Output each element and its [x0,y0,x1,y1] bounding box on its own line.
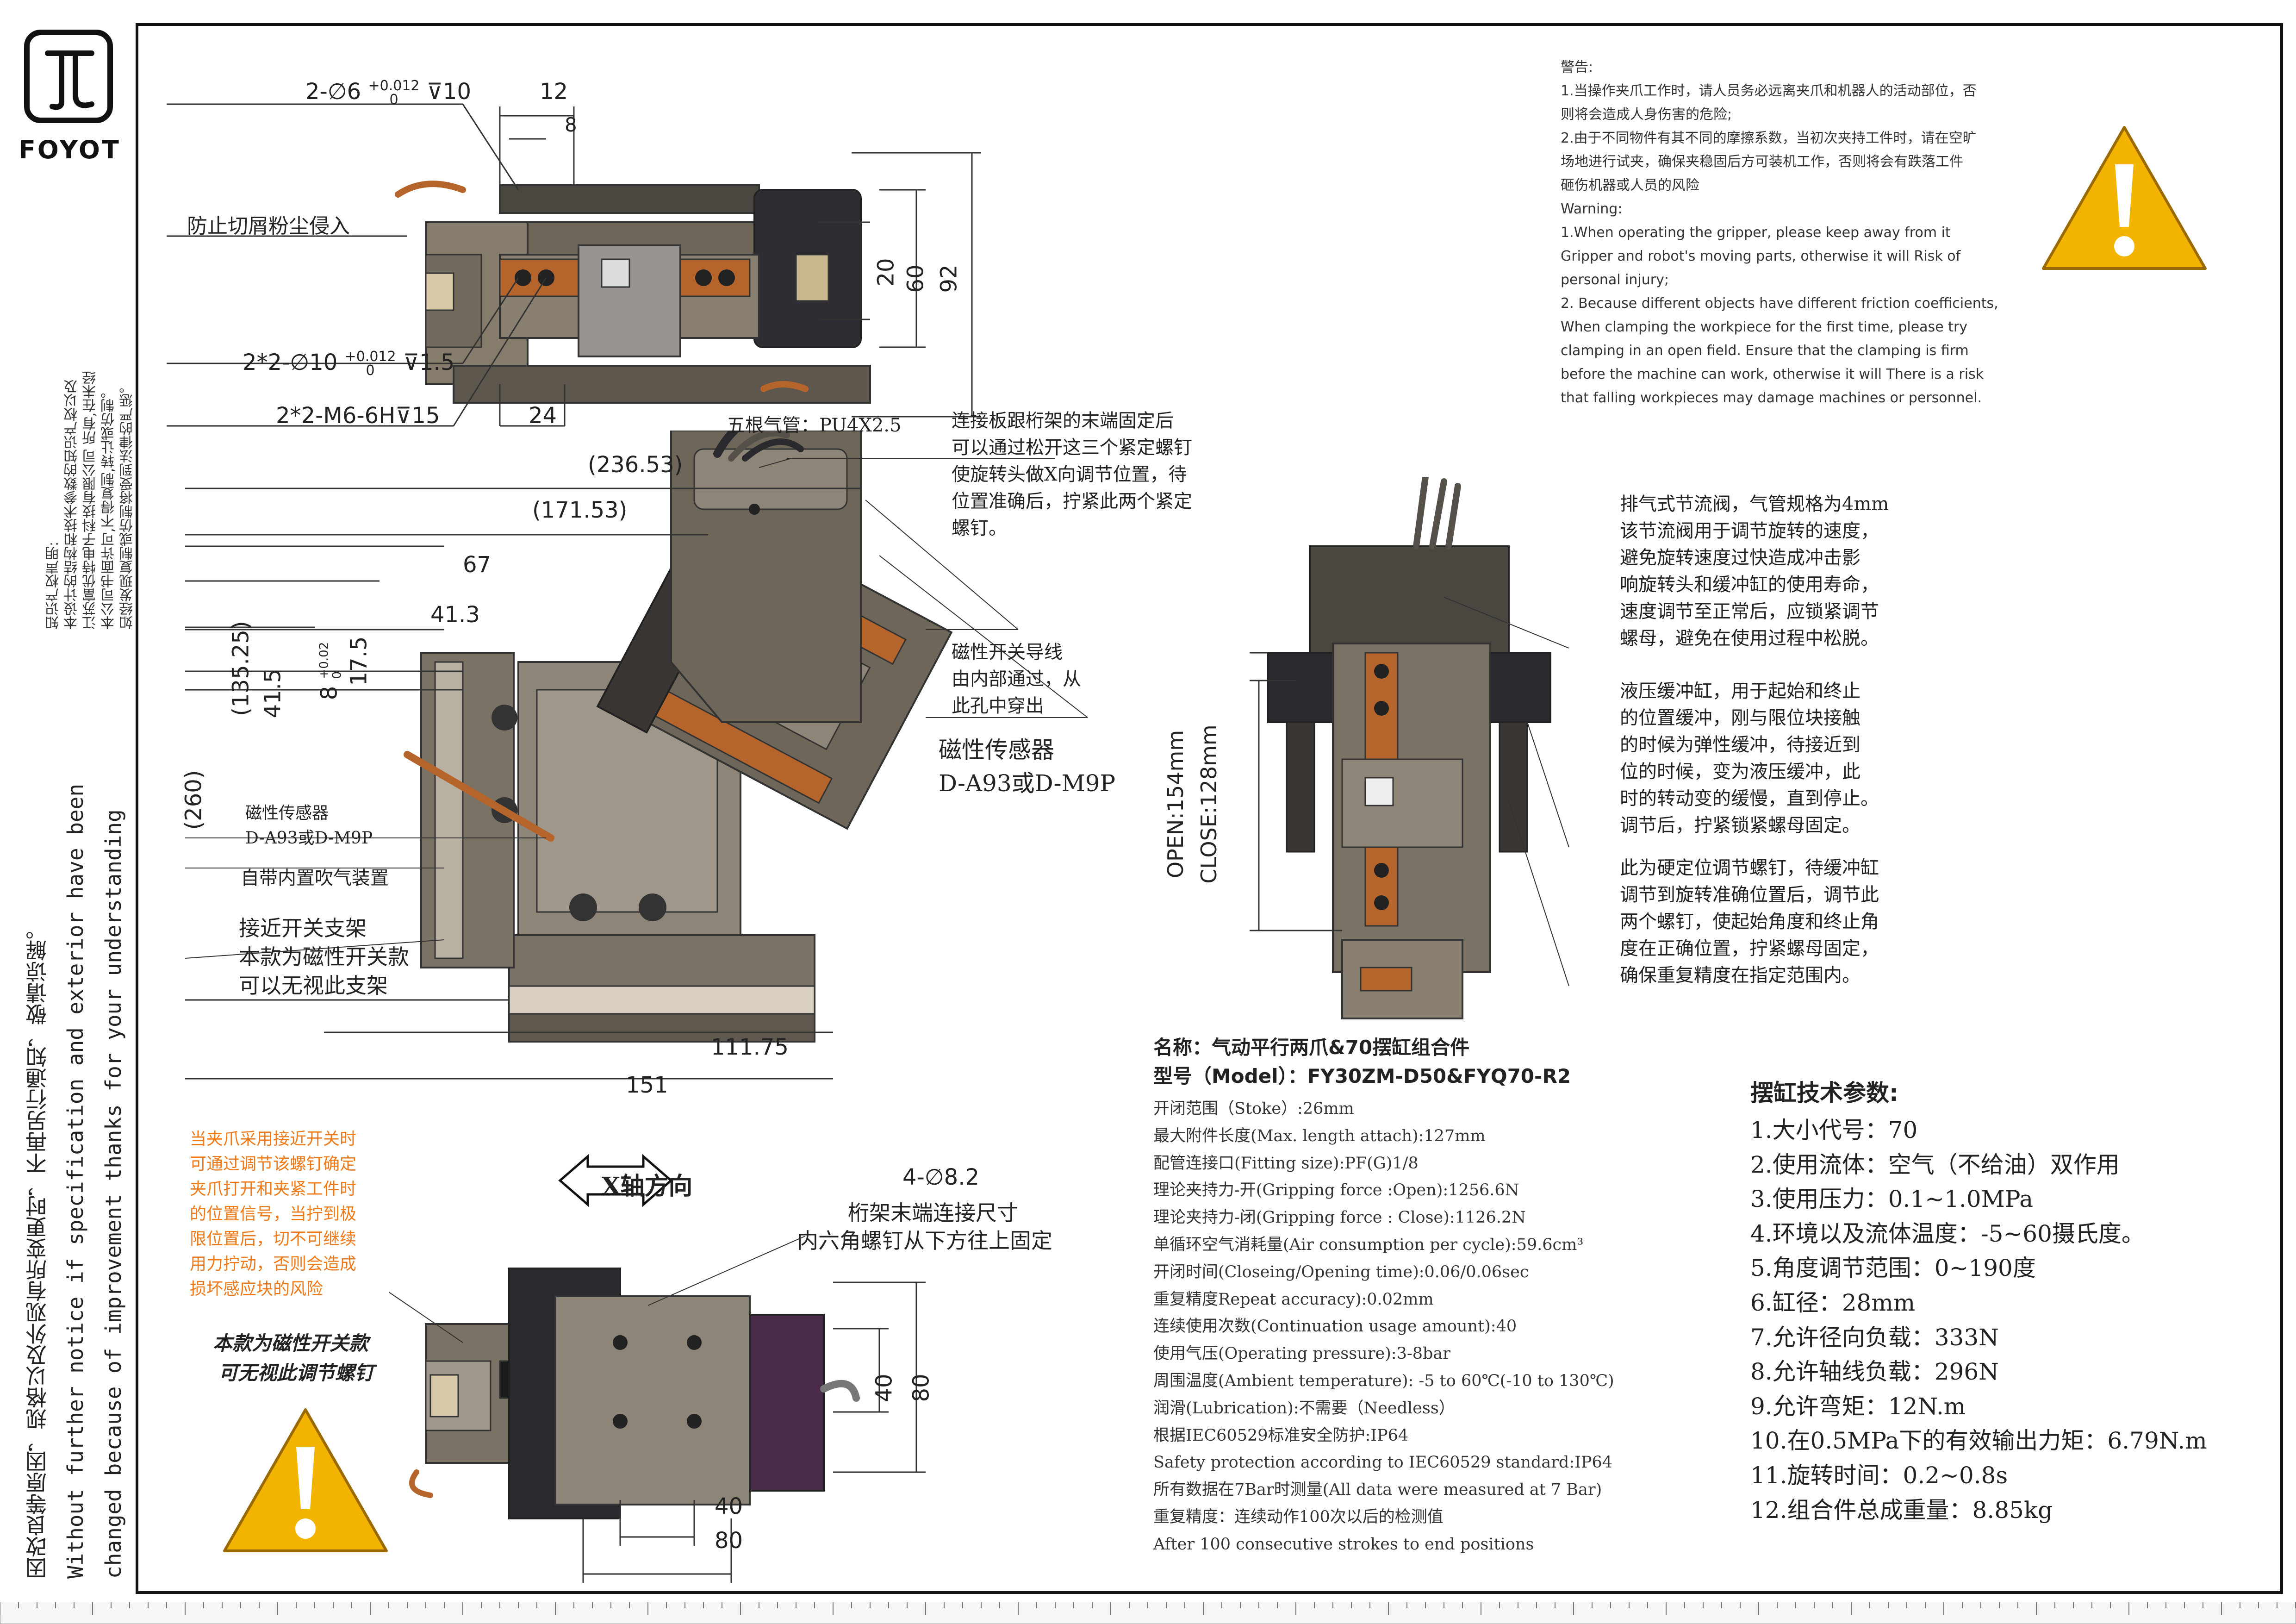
drawing-frame [136,23,2283,1594]
spec-line: 使用气压(Operating pressure):3-8bar [1153,1344,1450,1363]
blow-note: 自带内置吹气装置 [241,868,389,889]
bracket-note: 接近开关支架本款为磁性开关款 可以无视此支架 [239,916,409,998]
dim-236: (236.53) [588,452,683,478]
logo-brand: FOYOT [19,135,121,164]
dim-40-h: 40 [715,1493,743,1519]
dim-17-5: 17.5 [346,636,372,686]
dim-4-d8-2: 4-∅8.2 [902,1164,980,1190]
spec-list: 开闭范围（Stoke）:26mm 最大附件长度(Max. length atta… [1153,1095,1614,1558]
foyot-logo [24,30,113,123]
dim-80-v: 80 [908,1374,934,1402]
param-line: 5.角度调节范围：0~190度 [1750,1255,2036,1282]
ip-notice: 知识产权声明: 本设计的结构和技术参数的知识产权以及 江苏富优特电子科技有限公司… [45,370,136,630]
spec-line: 润滑(Lubrication):不需要（Needless） [1153,1399,1455,1418]
product-title: 名称：气动平行两爪&70摆缸组合件 型号（Model）：FY30ZM-D50&F… [1153,1033,1571,1091]
spec-line: 连续使用次数(Continuation usage amount):40 [1153,1317,1517,1336]
params-title: 摆缸技术参数: [1750,1080,1898,1106]
change-notice: 因改良等原因，规格以及外观有所变更时，不再另行通知，敬请谅解。 Without … [25,783,126,1579]
bottom-ruler [0,1602,2296,1624]
spec-line: 周围温度(Ambient temperature): -5 to 60℃(-10… [1153,1371,1614,1390]
dim-m6: 2*2-M6-6H⊽15 [276,403,440,429]
spec-line: 理论夹持力-开(Gripping force :Open):1256.6N [1153,1181,1519,1200]
plate-note: 连接板跟桁架的末端固定后可以通过松开这三个紧定螺钉 使旋转头做X向调节位置，待位… [952,410,1192,539]
wire-note: 磁性开关导线由内部通过，从 此孔中穿出 [952,642,1081,717]
dim-40-v: 40 [871,1374,897,1402]
params-list: 1.大小代号：70 2.使用流体：空气（不给油）双作用 3.使用压力：0.1~1… [1750,1113,2207,1527]
bottom-view-drawing [389,1236,926,1583]
param-line: 9.允许弯矩：12N.m [1750,1393,1966,1420]
dim-67: 67 [463,552,492,578]
param-line: 11.旋转时间：0.2~0.8s [1750,1462,2008,1489]
dim-171: (171.53) [532,497,628,523]
x-axis-label: X轴方向 [602,1172,693,1200]
magnetic-note: 本款为磁性开关款可无视此调节螺钉 [213,1332,374,1384]
hole-note: 桁架末端连接尺寸 内六角螺钉从下方往上固定 [797,1200,1052,1253]
dim-135: (135.25) [228,621,254,716]
tube-note: 五根气管：PU4X2.5 [727,415,902,436]
dim-8-top: 8 [565,113,577,136]
spec-line: 开闭范围（Stoke）:26mm [1153,1099,1354,1118]
product-model: 型号（Model）：FY30ZM-D50&FYQ70-R2 [1153,1065,1571,1087]
spec-line: 所有数据在7Bar时测量(All data were measured at 7… [1153,1480,1602,1499]
dim-111: 111.75 [711,1034,789,1060]
warning-triangle-icon [2042,126,2207,270]
spec-line: 开闭时间(Closeing/Opening time):0.06/0.06sec [1153,1262,1529,1281]
param-line: 2.使用流体：空气（不给油）双作用 [1750,1151,2120,1178]
param-line: 12.组合件总成重量：8.85kg [1750,1496,2053,1524]
dim-80-h: 80 [715,1528,743,1554]
warning-text: 警告:1.当操作夹爪工作时，请人员务必远离夹爪和机器人的活动部位，否则将会造成人… [1561,59,1998,406]
top-view-drawing [167,103,981,427]
param-line: 10.在0.5MPa下的有效输出力矩：6.79N.m [1750,1427,2207,1455]
dim-60: 60 [902,264,929,293]
param-line: 4.环境以及流体温度：-5~60摄氏度。 [1750,1220,2145,1247]
open-dim: OPEN:154mm [1163,730,1188,879]
dim-12: 12 [540,79,568,105]
param-line: 3.使用压力：0.1~1.0MPa [1750,1186,2034,1213]
dim-92: 92 [936,264,962,293]
dim-20: 20 [873,258,899,287]
dim-24: 24 [529,403,557,429]
close-dim: CLOSE:128mm [1196,725,1221,884]
warning-triangle-icon [223,1408,388,1552]
spec-line: 理论夹持力-闭(Gripping force : Close):1126.2N [1153,1208,1526,1227]
hard-stop-note: 此为硬定位调节螺钉，待缓冲缸调节到旋转准确位置后，调节此 两个螺钉，使起始角度和… [1620,857,1879,986]
middle-view-drawing [185,431,1088,1080]
param-line: 8.允许轴线负载：296N [1750,1358,1999,1386]
param-line: 1.大小代号：70 [1750,1117,1918,1143]
dust-note: 防止切屑粉尘侵入 [187,214,350,238]
right-view-drawing [1250,477,1569,1019]
param-line: 6.缸径：28mm [1750,1289,1916,1316]
spec-line: 单循环空气消耗量(Air consumption per cycle):59.6… [1153,1235,1584,1254]
orange-note: 当夹爪采用接近开关时可通过调节该螺钉确定 夹爪打开和夹紧工件时的位置信号，当拧到… [190,1130,357,1299]
spec-line: 最大附件长度(Max. length attach):127mm [1153,1126,1486,1145]
spec-line: 重复精度Repeat accuracy):0.02mm [1153,1290,1434,1309]
hydraulic-note: 液压缓冲缸，用于起始和终止的位置缓冲，刚与限位块接触 的时候为弹性缓冲，待接近到… [1620,681,1879,836]
spec-line: 重复精度：连续动作100次以后的检测值 [1153,1507,1444,1526]
dim-41-3: 41.3 [430,602,480,628]
spec-line: After 100 consecutive strokes to end pos… [1153,1535,1534,1554]
x-axis-arrow-icon [558,1154,673,1207]
dim-260: (260) [180,770,207,830]
spec-line: 根据IEC60529标准安全防护:IP64 [1153,1426,1409,1445]
spec-line: 配管连接口(Fitting size):PF(G)1/8 [1153,1154,1419,1173]
spec-line: Safety protection according to IEC60529 … [1153,1453,1613,1472]
dim-151: 151 [626,1072,668,1098]
product-name: 名称：气动平行两爪&70摆缸组合件 [1153,1036,1470,1059]
dim-41-5: 41.5 [260,668,286,718]
param-line: 7.允许径向负载：333N [1750,1324,1999,1351]
